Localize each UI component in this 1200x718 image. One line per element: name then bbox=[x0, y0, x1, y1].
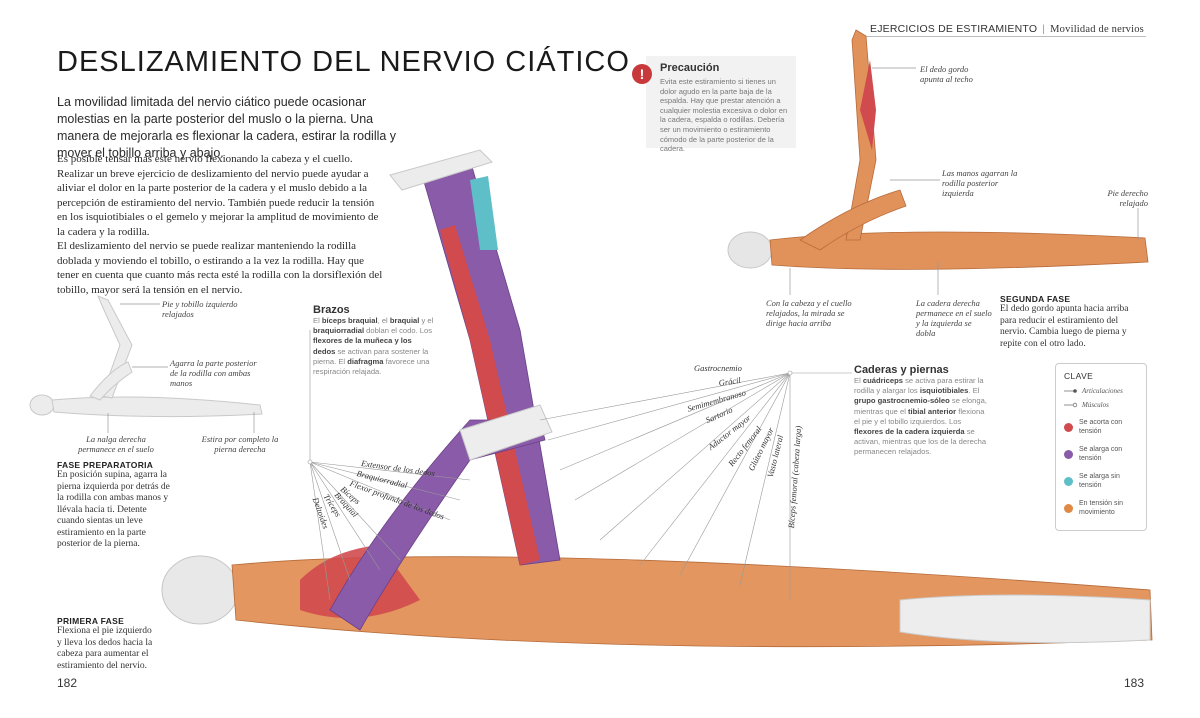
phase2-figure bbox=[727, 29, 1149, 270]
legend-muscles: Músculos bbox=[1064, 401, 1138, 409]
arms-panel: Brazos El bíceps braquial, el braquial y… bbox=[313, 304, 435, 377]
prep-stretch-label: Estira por completo la pierna derecha bbox=[201, 434, 279, 454]
legend-item: Se alarga sin tensión bbox=[1064, 472, 1138, 490]
hips-legs-title: Caderas y piernas bbox=[854, 364, 949, 376]
phase1-text: Flexiona el pie izquierdo y lleva los de… bbox=[57, 626, 153, 671]
page-number-left: 182 bbox=[57, 676, 78, 690]
muscle-label: Gastrocnemio bbox=[694, 363, 742, 373]
body-paragraph: Es posible tensar más este nervio flexio… bbox=[57, 153, 379, 238]
caution-title: Precaución bbox=[660, 62, 720, 74]
hips-legs-panel: Caderas y piernas El cuádriceps se activ… bbox=[854, 364, 990, 458]
hips-legs-text: El cuádriceps se activa para estirar la … bbox=[854, 376, 987, 457]
running-head-separator: | bbox=[1042, 23, 1046, 35]
header-rule bbox=[864, 36, 1146, 37]
phase2-head-label: Con la cabeza y el cuello relajados, la … bbox=[766, 298, 852, 328]
legend-swatch bbox=[1064, 476, 1073, 486]
page-number-right: 183 bbox=[1124, 676, 1145, 690]
phase2-foot-label: Pie derecho relajado bbox=[1107, 188, 1148, 208]
exclamation-icon: ! bbox=[632, 64, 652, 84]
joint-line-icon bbox=[1064, 389, 1077, 393]
legend: CLAVE Articulaciones Músculos Se acorta … bbox=[1055, 363, 1147, 531]
prep-foot-label: Pie y tobillo izquierdo relajados bbox=[162, 299, 238, 319]
prep-grab-label: Agarra la parte posterior de la rodilla … bbox=[170, 358, 257, 388]
legend-swatch bbox=[1064, 422, 1073, 432]
running-head-section: Ejercicios de estiramiento bbox=[870, 23, 1038, 35]
main-figure bbox=[161, 149, 1153, 648]
lead-paragraph: La movilidad limitada del nervio ciático… bbox=[57, 95, 397, 160]
legend-swatch bbox=[1064, 503, 1073, 513]
legend-item: Se acorta con tensión bbox=[1064, 418, 1138, 436]
page-title: DESLIZAMIENTO DEL NERVIO CIÁTICO bbox=[57, 46, 630, 78]
prep-figure bbox=[29, 295, 263, 418]
phase2-hands-label: Las manos agarran la rodilla posterior i… bbox=[942, 168, 1018, 198]
phase1-heading: Primera fase bbox=[57, 616, 125, 626]
phase1: Primera fase Flexiona el pie izquierdo y… bbox=[57, 616, 157, 672]
muscle-line-icon bbox=[1064, 402, 1078, 408]
prep-phase: Fase preparatoria En posición supina, ag… bbox=[57, 460, 175, 551]
body-paragraph: El deslizamiento del nervio se puede rea… bbox=[57, 240, 383, 296]
running-head-subsection: Movilidad de nervios bbox=[1050, 24, 1144, 35]
legend-swatch bbox=[1064, 449, 1073, 459]
phase2-toe-label: El dedo gordo apunta al techo bbox=[920, 64, 973, 84]
phase2: Segunda fase El dedo gordo apunta hacia … bbox=[1000, 294, 1140, 350]
phase2-text: El dedo gordo apunta hacia arriba para r… bbox=[1000, 304, 1129, 349]
caution-text: Evita este estiramiento si tienes un dol… bbox=[660, 77, 788, 154]
prep-buttock-label: La nalga derecha permanece en el suelo bbox=[78, 434, 154, 454]
legend-title: CLAVE bbox=[1064, 371, 1094, 381]
body-text: Es posible tensar más este nervio flexio… bbox=[57, 152, 387, 297]
running-head: Ejercicios de estiramiento | Movilidad de … bbox=[870, 23, 1144, 35]
caution-box: Precaución Evita este estiramiento si ti… bbox=[646, 56, 796, 153]
prep-heading: Fase preparatoria bbox=[57, 460, 154, 470]
phase2-heading: Segunda fase bbox=[1000, 294, 1071, 304]
legend-joints: Articulaciones bbox=[1064, 387, 1138, 395]
legend-item: En tensión sin movimiento bbox=[1064, 499, 1138, 517]
arms-text: El bíceps braquial, el braquial y el bra… bbox=[313, 316, 434, 377]
legend-item: Se alarga con tensión bbox=[1064, 445, 1138, 463]
prep-text: En posición supina, agarra la pierna izq… bbox=[57, 470, 170, 549]
phase2-hip-label: La cadera derecha permanece en el suelo … bbox=[916, 298, 992, 338]
arms-title: Brazos bbox=[313, 304, 350, 316]
